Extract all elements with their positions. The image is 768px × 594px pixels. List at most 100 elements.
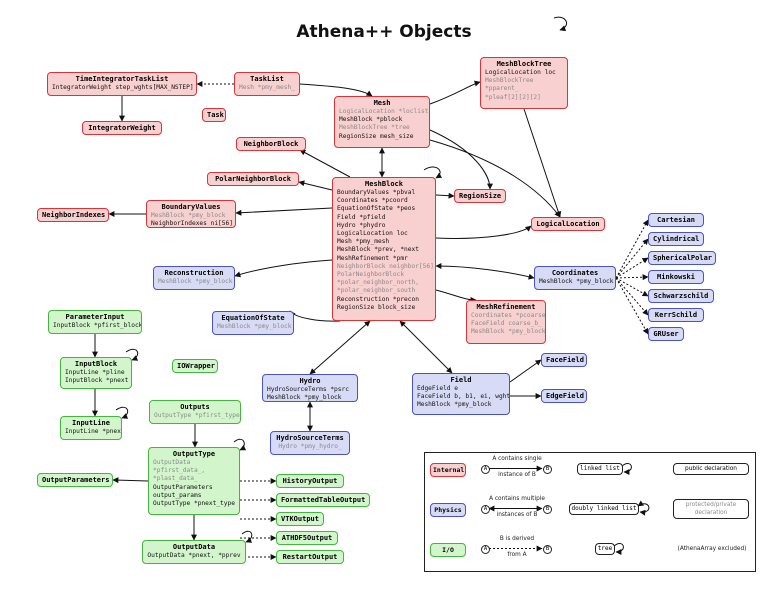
node-history-output: HistoryOutput [276,474,344,488]
legend-contains-multiple: A contains multiple [489,496,545,502]
node-field: MeshBlockTree [485,77,534,85]
edge-coord-cylindrical [615,238,649,279]
node-title: IOWrapper [177,362,215,370]
node-spherical-polar: SphericalPolar [648,251,716,265]
legend-io-label: I/O [442,546,454,554]
node-title: Field [450,376,472,384]
node-title: MeshBlock [365,180,403,188]
node-title: KerrSchild [654,311,698,319]
node-field: OutputType *pnext_type [153,500,235,508]
edge-mesh-loc [429,139,561,218]
node-title: Reconstruction [164,269,224,277]
node-field: Reconstruction *precon [337,295,419,303]
node-formatted-table-output: FormattedTableOutput [276,493,370,507]
edge-mb-region [435,192,455,199]
node-field: Hydro *pmy_hydro_ [278,443,342,450]
legend-internal-swatch: Internal [430,463,466,477]
node-field: OutputType *pfirst_type_ [154,412,241,419]
node-title: OutputType [172,450,216,458]
edge-mb-field [399,320,453,374]
node-field: *polar_neighbor_south [337,287,416,295]
node-field: Field *pfield [337,213,386,221]
node-neighbor-indexes: NeighborIndexes [37,208,109,222]
legend-physics-swatch: Physics [430,503,466,517]
edge-field-face [509,359,542,383]
node-title: ATHDF5Output [281,534,333,542]
node-field: BoundaryValues *pbval [337,189,416,196]
edge-coord-schwarzschild [615,277,649,297]
node-title: IntegratorWeight [88,124,156,132]
edge-mb-hydro [309,320,371,375]
legend-tree: tree [595,543,615,555]
node-title: MeshRefinement [476,303,536,311]
legend-contains-single: A contains single [492,456,542,462]
node-field: MeshBlock *pblock [339,116,403,124]
edge-mb-loc [435,225,532,239]
edge-tasklist-mesh [299,83,373,97]
edge-mesh-tree [429,80,481,105]
legend-io-swatch: I/O [430,543,466,557]
node-title: HydroSourceTerms [276,434,344,442]
node-title: Task [207,111,224,119]
node-title: VTKOutput [281,515,319,523]
edge-mb-boundary [235,207,333,216]
node-title: RestartOutput [282,553,338,561]
legend-node-b: B [543,545,552,554]
node-field: InputBlock *pfirst_block [53,322,142,329]
node-athdf5-output: ATHDF5Output [276,531,338,545]
node-field: EquationOfState *peos [337,205,416,213]
node-field: LogicalLocation loc [485,69,556,76]
node-title: HistoryOutput [282,477,338,485]
edge-tree-loc [523,108,562,218]
node-field: EdgeField e [417,385,458,392]
data-loop [241,530,253,543]
legend-public-declaration: public declaration [673,463,749,475]
edge-mb-neighbor [299,149,351,178]
node-field: OutputData [153,459,191,466]
node-field: Coordinates *pcoarsec [471,312,546,319]
node-field: *pfirst_data_, [153,467,206,475]
node-title: TaskList [250,75,284,83]
node-field: LogicalLocation loc [337,230,408,238]
type-loop [233,438,247,451]
node-cylindrical: Cylindrical [648,232,704,246]
node-field: output_params [153,491,202,499]
node-output-parameters: OutputParameters [37,473,113,487]
edge-type-params [112,477,149,484]
node-title: Cartesian [657,216,695,224]
edge-mesh-region [429,129,493,190]
node-field: IntegratorWeight step_wghts[MAX_NSTEP] [52,84,194,91]
node-title: OutputData [172,543,216,551]
edge-coord-cartesian [615,219,649,279]
legend-doubly-loop [637,500,650,516]
node-field: FaceField b, b1, ei, wght [417,393,510,401]
legend-protected-private: protected/private declaration [673,499,749,519]
node-cartesian: Cartesian [648,213,704,227]
legend-node-a: A [481,545,490,554]
node-schwarzschild: Schwarzschild [648,289,714,303]
node-logical-location: LogicalLocation [531,217,605,231]
legend: Internal Physics I/O A B A contains sing… [424,452,756,572]
node-title: NeighborBlock [243,140,299,148]
legend-node-a: A [481,505,490,514]
node-title: EdgeField [546,392,584,400]
edge-mb-coord [435,263,535,280]
node-title: Minkowski [657,273,695,281]
node-field: OutputData *pnext, *pprev [147,552,241,559]
node-field: MeshBlock *pmy_block [217,323,292,330]
node-neighbor-block: NeighborBlock [236,137,306,151]
node-field: Mesh *pmy_mesh [337,238,390,246]
